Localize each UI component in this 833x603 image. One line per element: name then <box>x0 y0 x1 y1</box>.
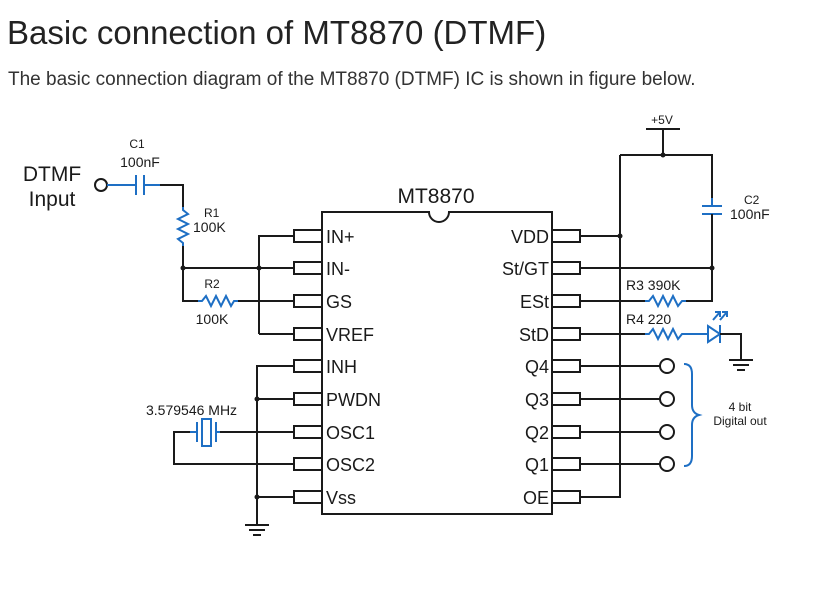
ground-icon-left <box>245 524 269 536</box>
c1-value: 100nF <box>120 154 160 170</box>
ic-name: MT8870 <box>397 185 474 208</box>
pwdn-junction <box>254 396 260 402</box>
pin-box-q2 <box>551 425 581 439</box>
r1-name: R1 <box>204 206 220 220</box>
led-icon <box>707 311 728 344</box>
ic-body <box>321 211 553 515</box>
r1-resistor-symbol <box>175 207 191 246</box>
pin-box-vref <box>293 327 323 341</box>
r2-value: 100K <box>196 311 229 327</box>
r4-label: R4 220 <box>626 311 671 327</box>
pin-label-st-gt: St/GT <box>502 259 549 279</box>
q2-output-terminal <box>659 424 675 440</box>
c1-to-r1-wire <box>144 184 184 207</box>
output-brace <box>683 363 703 467</box>
right-pin-boxes <box>551 229 581 504</box>
supply-label: +5V <box>651 113 673 127</box>
ground-icon-right <box>729 359 753 371</box>
r2-name: R2 <box>204 277 220 291</box>
pin-box-pwdn <box>293 392 323 406</box>
pin-label-osc1: OSC1 <box>326 423 375 443</box>
page-title: Basic connection of MT8870 (DTMF) <box>7 14 547 51</box>
pin-label-vref: VREF <box>326 325 374 345</box>
oe-wire <box>580 236 621 498</box>
pin-box-osc2 <box>293 457 323 471</box>
pin-label-q2: Q2 <box>525 423 549 443</box>
q4-output-terminal <box>659 358 675 374</box>
pin-label-est: ESt <box>520 292 549 312</box>
pin-label-std: StD <box>519 325 549 345</box>
pin-box-in-minus <box>293 261 323 275</box>
r2-resistor-symbol <box>198 293 238 309</box>
pin-label-vss: Vss <box>326 488 356 508</box>
pin-box-vdd <box>551 229 581 243</box>
r3-resistor-symbol <box>645 293 686 309</box>
right-pin-labels: VDD St/GT ESt StD Q4 Q3 Q2 Q1 OE <box>502 227 549 508</box>
pin-label-pwdn: PWDN <box>326 390 381 410</box>
pin-box-est <box>551 294 581 308</box>
pin-label-q4: Q4 <box>525 357 549 377</box>
c2-capacitor-symbol <box>702 198 722 215</box>
pin-label-vdd: VDD <box>511 227 549 247</box>
osc2-wire <box>173 431 294 465</box>
pin-label-osc2: OSC2 <box>326 455 375 475</box>
left-pin-labels: IN+ IN- GS VREF INH PWDN OSC1 OSC2 Vss <box>326 227 381 508</box>
q3-output-terminal <box>659 391 675 407</box>
intro-text: The basic connection diagram of the MT88… <box>8 69 696 90</box>
pin-label-in-minus: IN- <box>326 259 350 279</box>
pin-box-q1 <box>551 457 581 471</box>
pin-box-q4 <box>551 359 581 373</box>
pin-box-inh <box>293 359 323 373</box>
pin-label-q1: Q1 <box>525 455 549 475</box>
in-plus-vref-junction <box>256 265 262 271</box>
pin-label-in-plus: IN+ <box>326 227 355 247</box>
pin-box-gs <box>293 294 323 308</box>
pin-box-osc1 <box>293 425 323 439</box>
pin-label-q3: Q3 <box>525 390 549 410</box>
pin-box-vss <box>293 490 323 504</box>
c2-name: C2 <box>744 193 760 207</box>
pin-box-oe <box>551 490 581 504</box>
pin-box-std <box>551 327 581 341</box>
input-terminal <box>94 178 108 192</box>
r4-resistor-symbol <box>645 326 686 342</box>
pin-box-st-gt <box>551 261 581 275</box>
pin-label-inh: INH <box>326 357 357 377</box>
output-label-line1: 4 bit <box>729 400 752 414</box>
r1-value: 100K <box>193 219 226 235</box>
q1-output-terminal <box>659 456 675 472</box>
supply-junction <box>660 152 666 158</box>
vss-junction <box>254 494 260 500</box>
crystal-frequency: 3.579546 MHz <box>146 402 237 418</box>
inh-wire <box>256 365 294 525</box>
c2-value: 100nF <box>730 206 770 222</box>
led-to-ground-wire <box>720 333 742 360</box>
c1-capacitor-symbol <box>135 175 145 195</box>
c1-name: C1 <box>129 137 145 151</box>
pin-label-oe: OE <box>523 488 549 508</box>
pin-box-q3 <box>551 392 581 406</box>
supply-rail <box>620 154 713 205</box>
left-pin-boxes <box>293 229 323 504</box>
pin-box-in-plus <box>293 229 323 243</box>
crystal-symbol <box>190 418 220 447</box>
output-label-line2: Digital out <box>713 414 767 428</box>
vdd-junction <box>617 233 623 239</box>
pin-label-gs: GS <box>326 292 352 312</box>
dtmf-input-label-line2: Input <box>29 188 76 211</box>
dtmf-input-label-line1: DTMF <box>23 163 81 186</box>
in-plus-wire <box>258 235 294 334</box>
r3-label: R3 390K <box>626 277 681 293</box>
r3-return-wire <box>686 268 713 302</box>
r2-left-wire <box>182 268 198 302</box>
